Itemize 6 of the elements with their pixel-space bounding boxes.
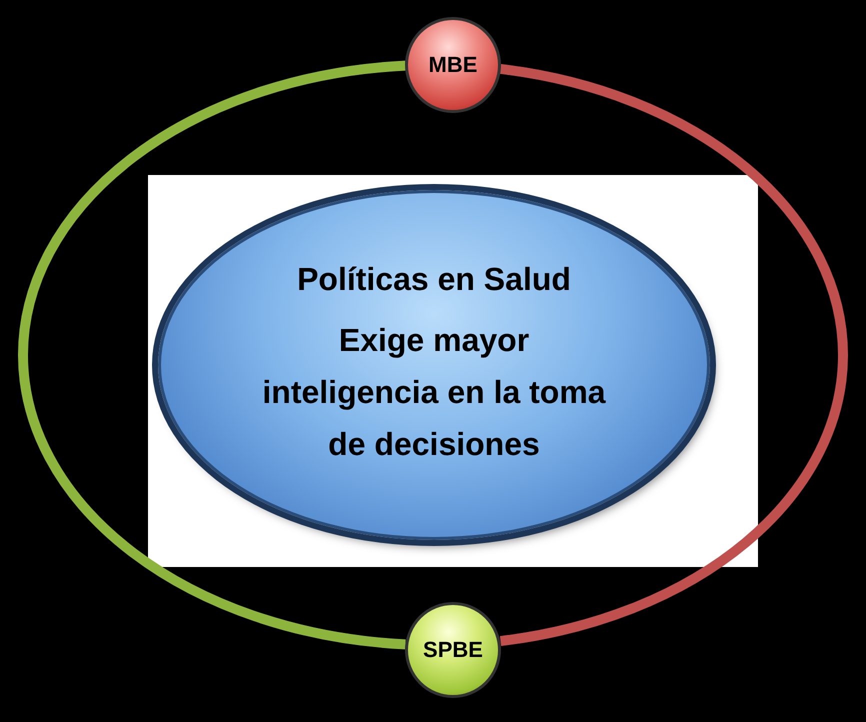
node-label: SPBE [423,637,483,663]
heading: Políticas en Salud [297,260,571,298]
description: Exige mayor inteligencia en la toma de decisiones [261,320,607,464]
node-label: MBE [428,52,478,78]
ring-arc [18,60,406,650]
ring-arc [500,64,848,646]
